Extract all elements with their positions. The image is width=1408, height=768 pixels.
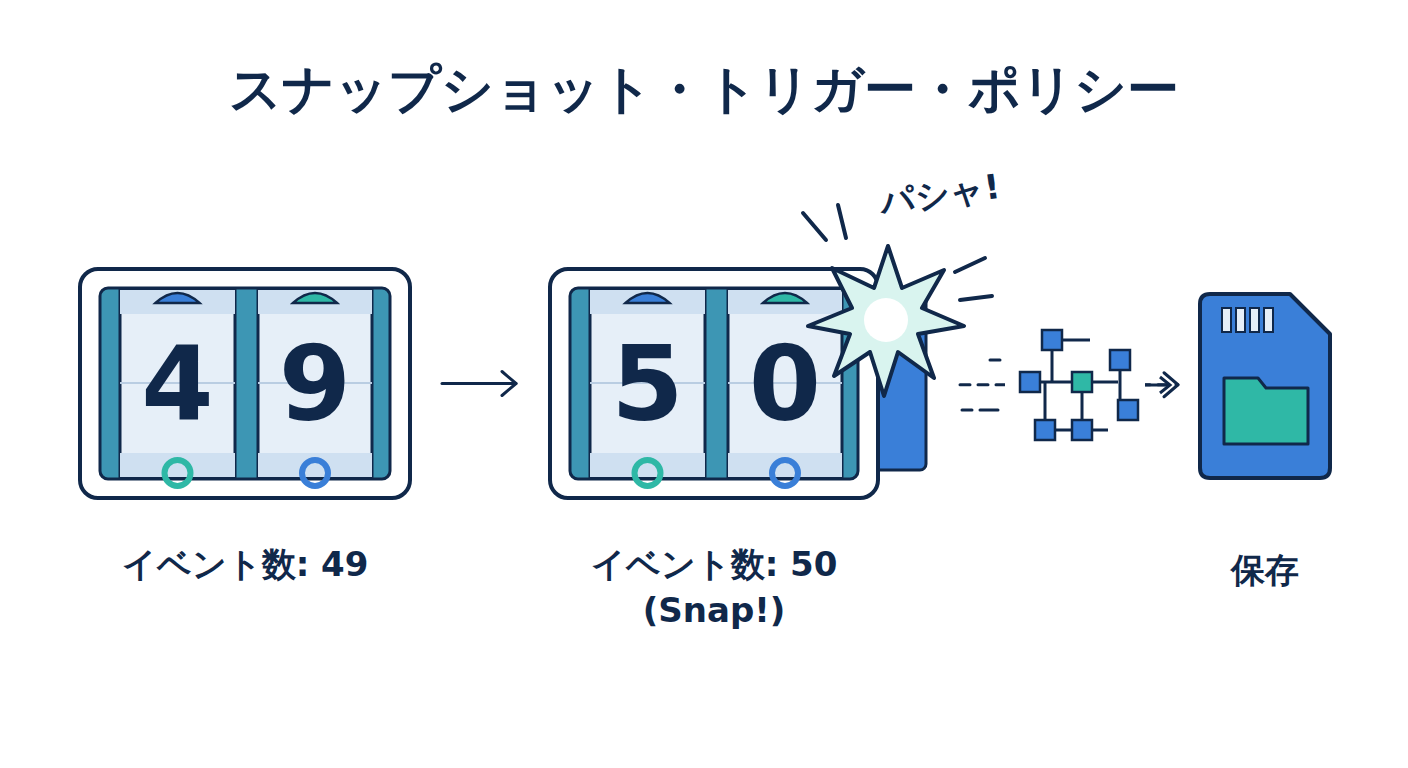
sound-effect-label: パシャ! (877, 164, 1003, 226)
flip-digit: 5 (590, 332, 705, 436)
node-caption: 保存 (1165, 548, 1365, 594)
flash-burst (803, 205, 992, 396)
node-caption: イベント数: 50 (Snap!) (554, 542, 874, 634)
counter-box: 50イベント数: 50 (Snap!) (548, 267, 928, 500)
counter-outline (548, 267, 928, 500)
flip-digit: 0 (728, 332, 842, 436)
counter-box: 49イベント数: 49 (78, 267, 412, 500)
diagram-title: スナップショット・トリガー・ポリシー (0, 55, 1408, 125)
network-icon (962, 318, 1170, 448)
flow-arrow (960, 373, 1178, 397)
flow-arrow (442, 372, 516, 396)
counter-outline (78, 267, 412, 500)
flip-digit: 4 (120, 332, 235, 436)
card-outline (1198, 292, 1332, 480)
storage-card: 保存 (1198, 292, 1332, 480)
flip-digit: 9 (258, 332, 372, 436)
node-caption: イベント数: 49 (65, 542, 425, 588)
